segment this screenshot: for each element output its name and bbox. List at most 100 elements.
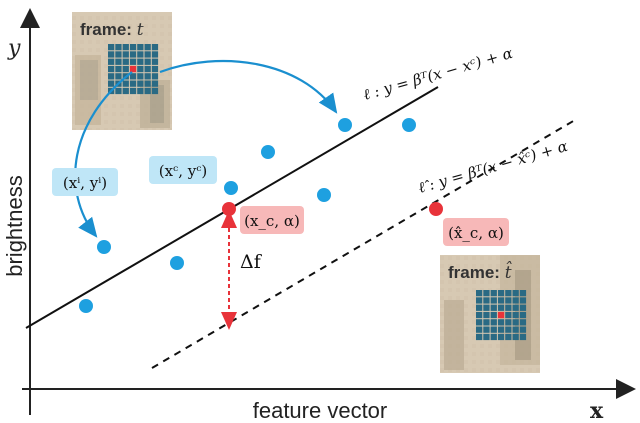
red-point-xc [222, 202, 236, 216]
patch-cell [483, 304, 490, 311]
patch-cell [512, 326, 519, 333]
patch-cell [122, 87, 129, 95]
patch-cell [512, 304, 519, 311]
patch-cell [137, 73, 144, 80]
patch-cell [519, 311, 527, 319]
y-axis-title: brightness [2, 175, 27, 277]
blue-point [170, 256, 184, 270]
patch-cell [137, 58, 144, 65]
patch-center-cell [129, 65, 137, 73]
patch-cell [483, 319, 490, 326]
patch-cell [108, 44, 115, 51]
patch-cell [137, 80, 144, 87]
patch-cell [519, 326, 527, 333]
blue-point [224, 181, 238, 195]
patch-cell [490, 297, 497, 304]
patch-cell [129, 80, 137, 87]
patch-cell [144, 58, 151, 65]
blue-point [79, 299, 93, 313]
patch-cell [519, 319, 527, 326]
patch-cell [122, 65, 129, 73]
patch-cell [483, 326, 490, 333]
patch-cell [483, 297, 490, 304]
patch-cell [512, 297, 519, 304]
patch-cell [505, 326, 512, 333]
patch-cell [519, 290, 527, 297]
patch-cell [497, 290, 505, 297]
patch-cell [144, 44, 151, 51]
arrow-to-point-cloud [159, 59, 338, 114]
patch-cell [505, 304, 512, 311]
patch-grid-t [108, 44, 159, 95]
patch-cell [151, 44, 159, 51]
frame-that-label: frame: t̂ [448, 261, 512, 283]
patch-cell [137, 87, 144, 95]
patch-cell [129, 87, 137, 95]
blue-point [317, 188, 331, 202]
patch-cell [129, 73, 137, 80]
patch-cell [122, 80, 129, 87]
patch-cell [115, 44, 122, 51]
patch-cell [108, 51, 115, 58]
patch-cell [476, 304, 483, 311]
patch-cell [519, 297, 527, 304]
patch-cell [519, 333, 527, 341]
patch-cell [144, 80, 151, 87]
patch-cell [512, 333, 519, 341]
patch-cell [137, 51, 144, 58]
patch-cell [497, 326, 505, 333]
solid-line-equation: ℓ : y = βᵀ(x − xᶜ) + α [361, 44, 515, 104]
patch-cell [476, 319, 483, 326]
frame-t-thumbnail: frame: t [72, 12, 172, 130]
patch-cell [108, 58, 115, 65]
patch-cell [115, 51, 122, 58]
patch-cell [129, 51, 137, 58]
patch-cell [151, 73, 159, 80]
data-points [79, 118, 443, 313]
patch-cell [512, 290, 519, 297]
patch-cell [512, 311, 519, 319]
patch-cell [490, 333, 497, 341]
arrow-to-sample-point [74, 71, 133, 238]
red-point-xhatc [429, 202, 443, 216]
patch-cell [505, 297, 512, 304]
patch-cell [144, 73, 151, 80]
patch-cell [497, 319, 505, 326]
blue-point [97, 240, 111, 254]
patch-cell [129, 44, 137, 51]
label-xi-yi: (xⁱ, yⁱ) [52, 168, 118, 196]
svg-text:(xᶜ, yᶜ): (xᶜ, yᶜ) [159, 162, 208, 180]
patch-cell [122, 44, 129, 51]
svg-text:(x̂_c, α): (x̂_c, α) [448, 224, 504, 242]
patch-cell [137, 65, 144, 73]
patch-cell [483, 290, 490, 297]
patch-cell [144, 51, 151, 58]
patch-center-cell [497, 311, 505, 319]
patch-cell [476, 290, 483, 297]
patch-cell [505, 311, 512, 319]
svg-text:(x_c, α): (x_c, α) [244, 212, 300, 230]
patch-cell [115, 58, 122, 65]
frame-that-thumbnail: frame: t̂ [440, 255, 540, 373]
patch-cell [476, 297, 483, 304]
delta-f-label: Δf [240, 251, 263, 273]
patch-cell [151, 87, 159, 95]
patch-cell [115, 65, 122, 73]
blue-point [338, 118, 352, 132]
patch-cell [497, 333, 505, 341]
x-axis-symbol: x [590, 398, 604, 423]
blue-point [261, 145, 275, 159]
patch-cell [144, 87, 151, 95]
patch-cell [505, 319, 512, 326]
patch-cell [108, 65, 115, 73]
patch-cell [122, 58, 129, 65]
patch-cell [129, 58, 137, 65]
patch-cell [490, 311, 497, 319]
patch-cell [490, 304, 497, 311]
patch-cell [505, 333, 512, 341]
frame-t-label: frame: t [80, 20, 144, 40]
patch-cell [490, 319, 497, 326]
patch-cell [151, 65, 159, 73]
patch-cell [483, 333, 490, 341]
patch-cell [519, 304, 527, 311]
